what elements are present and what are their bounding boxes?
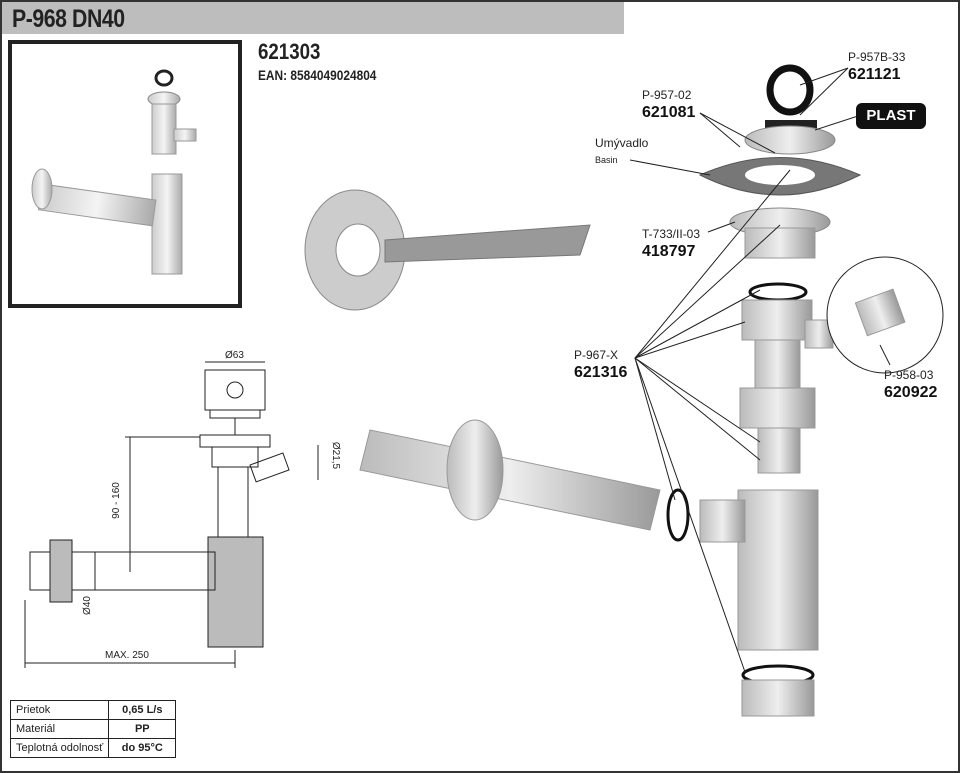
siphon-photo-illustration	[31, 69, 197, 275]
basin-sublabel: Basin	[595, 155, 618, 165]
dim-max-length: MAX. 250	[105, 650, 149, 661]
spec-label: Materiál	[9, 719, 110, 739]
part-code-418797: 418797	[642, 243, 696, 260]
part-name-p95702: P-957-02	[642, 88, 692, 102]
spec-value: do 95°C	[108, 738, 177, 758]
part-code-621316: 621316	[574, 364, 628, 381]
dim-diameter-40: Ø40	[81, 596, 93, 615]
dim-height-range: 90 - 160	[110, 482, 122, 519]
dim-diameter-63: Ø63	[225, 350, 244, 361]
spec-label: Teplotná odolnosť	[9, 738, 110, 758]
part-name-p957b33: P-957B-33	[848, 50, 906, 64]
basin-label: Umývadlo	[595, 136, 649, 150]
spec-value: 0,65 L/s	[108, 700, 177, 720]
product-photo	[8, 40, 242, 308]
spec-value: PP	[108, 719, 177, 739]
part-name-p967x: P-967-X	[574, 348, 619, 362]
product-code: 621303	[258, 39, 321, 64]
part-code-621081: 621081	[642, 104, 696, 121]
spec-label: Prietok	[9, 700, 110, 720]
plast-badge: PLAST	[856, 103, 926, 129]
technical-drawing	[24, 361, 319, 668]
ean-code: EAN: 8584049024804	[258, 67, 377, 83]
dim-diameter-21: Ø21,5	[330, 441, 342, 470]
part-name-t733: T-733/II-03	[642, 227, 701, 241]
part-name-p95803: P-958-03	[884, 368, 934, 382]
rosette-illustration	[304, 189, 591, 311]
part-code-620922: 620922	[884, 384, 938, 401]
title-bar: P-968 DN40	[2, 2, 624, 34]
product-title: P-968 DN40	[12, 5, 125, 33]
part-code-621121: 621121	[848, 66, 901, 83]
